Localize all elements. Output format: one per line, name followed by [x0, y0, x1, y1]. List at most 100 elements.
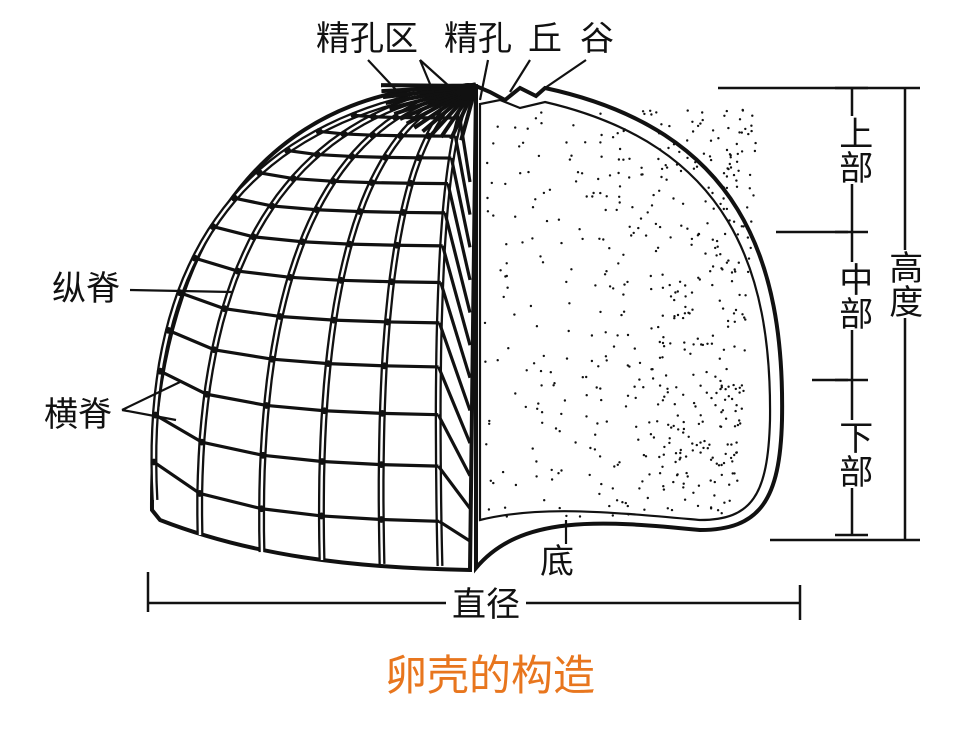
- transverse-ridge-bar: [443, 212, 472, 313]
- stipple-dot: [622, 293, 625, 296]
- ridge-node: [258, 505, 265, 513]
- stipple-dot: [560, 412, 563, 416]
- stipple-dot: [733, 268, 736, 271]
- stipple-dot: [723, 114, 726, 118]
- stipple-dot: [499, 269, 502, 272]
- stipple-dot: [628, 225, 631, 228]
- stipple-dot: [709, 507, 713, 510]
- transverse-ridge-bar: [271, 204, 317, 212]
- stipple-dot: [730, 280, 734, 283]
- stipple-dot: [490, 181, 493, 185]
- stipple-dot: [679, 451, 682, 455]
- stipple-dot: [725, 148, 729, 152]
- stipple-dot: [734, 387, 737, 391]
- stipple-dot: [686, 109, 689, 112]
- ridge-node: [388, 278, 396, 286]
- stipple-dot: [617, 158, 621, 161]
- stipple-dot: [711, 283, 714, 287]
- stipple-dot: [684, 284, 687, 287]
- stipple-dot: [733, 320, 736, 323]
- stipple-dot: [672, 143, 676, 146]
- leader-lines: [121, 59, 587, 544]
- stipple-dot: [611, 136, 615, 139]
- stipple-dot: [725, 367, 728, 371]
- stipple-dot: [683, 341, 686, 344]
- stipple-dot: [661, 465, 664, 468]
- stipple-dot: [642, 386, 645, 389]
- stipple-dot: [730, 271, 734, 274]
- stipple-dot: [750, 124, 753, 127]
- transverse-ridge-bar: [371, 181, 411, 185]
- stipple-dot: [743, 316, 746, 319]
- stipple-dot: [719, 379, 722, 383]
- stipple-dot: [599, 310, 602, 314]
- ridge-node: [209, 223, 217, 230]
- stipple-dot: [542, 354, 545, 358]
- stipple-dot: [600, 133, 603, 137]
- stipple-dot: [723, 398, 727, 401]
- stipple-dot: [729, 156, 732, 159]
- stipple-dot: [655, 111, 658, 114]
- stipple-dot: [594, 284, 597, 287]
- stipple-dot: [661, 286, 665, 289]
- ridge-node: [382, 153, 389, 161]
- stipple-dot: [741, 108, 744, 112]
- ridge-node: [234, 267, 242, 275]
- stipple-dot: [540, 384, 543, 387]
- stipple-dot: [730, 397, 734, 401]
- stipple-dot: [682, 486, 685, 489]
- stipple-dot: [720, 267, 723, 270]
- stipple-dot: [496, 125, 499, 128]
- stipple-dot: [726, 319, 730, 323]
- transverse-ridge-bar: [152, 460, 201, 495]
- transverse-ridge-bar: [261, 507, 322, 518]
- stipple-dot: [710, 396, 713, 400]
- stipple-dot: [662, 453, 665, 456]
- transverse-ridge-bar: [316, 208, 361, 214]
- stipple-dot: [486, 210, 490, 213]
- ridge-node: [340, 130, 348, 138]
- stipple-dot: [604, 355, 608, 358]
- stipple-dot: [746, 270, 750, 274]
- stipple-dot: [615, 208, 618, 212]
- transverse-ridge-bar: [396, 243, 443, 248]
- ridge-node: [276, 313, 284, 320]
- stipple-dot: [492, 481, 495, 485]
- stipple-dot: [649, 109, 652, 113]
- stipple-dot: [697, 484, 701, 487]
- stipple-dot: [642, 453, 646, 457]
- stipple-dot: [585, 394, 588, 397]
- stipple-dot: [705, 370, 708, 374]
- stipple-dot: [695, 165, 699, 168]
- stipple-dot: [744, 127, 747, 131]
- transverse-ridge-bar: [391, 280, 441, 285]
- stipple-dot: [691, 449, 694, 452]
- stipple-dot: [658, 225, 662, 229]
- stipple-dot: [740, 150, 744, 153]
- stipple-dot: [728, 153, 732, 156]
- stipple-dot: [746, 236, 750, 239]
- stipple-dot: [722, 461, 726, 465]
- stipple-dot: [624, 405, 628, 408]
- stipple-dot: [728, 162, 731, 166]
- stipple-dot: [696, 504, 700, 508]
- stipple-dot: [504, 182, 507, 186]
- ridge-node: [198, 438, 206, 446]
- ridge-node: [369, 131, 377, 139]
- ridge-node: [191, 254, 199, 262]
- stipple-dot: [585, 195, 588, 198]
- transverse-ridge-bar: [279, 314, 334, 322]
- stipple-dot: [662, 336, 665, 339]
- stipple-dot: [565, 514, 568, 518]
- transverse-ridge-bar: [234, 196, 273, 208]
- stipple-dot: [715, 239, 719, 243]
- stipple-dot: [549, 371, 552, 374]
- stipple-dot: [598, 455, 602, 458]
- ridge-node: [150, 458, 158, 466]
- stipple-dot: [701, 118, 704, 122]
- transverse-ridge-bar: [224, 307, 281, 319]
- stipple-dot: [574, 441, 577, 444]
- label-height: 高度: [882, 250, 923, 318]
- stipple-dot: [565, 141, 568, 144]
- stipple-dot: [656, 403, 660, 406]
